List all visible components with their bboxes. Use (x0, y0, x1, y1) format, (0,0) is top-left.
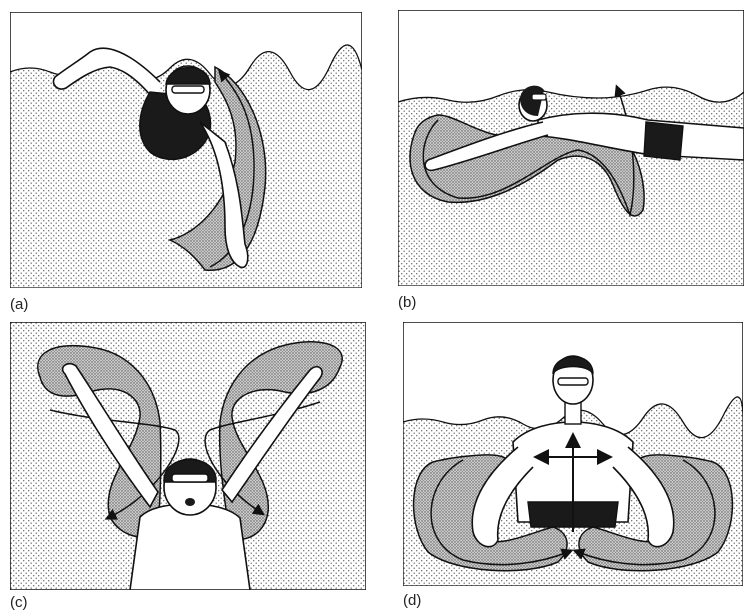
panel-a (10, 12, 362, 288)
panel-label-b: (b) (398, 294, 416, 311)
panel-b (398, 10, 744, 286)
panel-c-illustration (10, 322, 366, 590)
panel-a-illustration (10, 12, 362, 288)
goggles (172, 474, 208, 482)
panel-d-illustration (403, 322, 743, 586)
mouth (185, 498, 195, 506)
panel-d (403, 322, 743, 586)
goggles (172, 86, 204, 93)
panel-b-illustration (398, 10, 744, 286)
panel-label-c: (c) (10, 594, 28, 611)
panel-label-a: (a) (10, 296, 28, 313)
swimmer-torso (130, 504, 250, 590)
panel-label-d: (d) (403, 592, 421, 609)
goggles (532, 94, 546, 100)
neck (565, 402, 581, 424)
swimmer-trunks (644, 122, 683, 160)
goggles (558, 378, 588, 385)
panel-c (10, 322, 366, 590)
